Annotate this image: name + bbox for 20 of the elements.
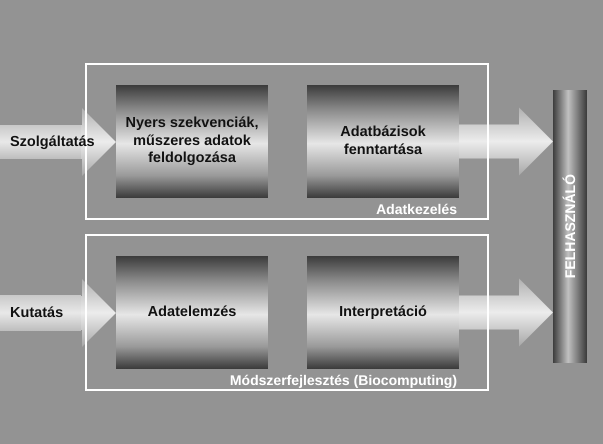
block-arrow [81, 279, 116, 347]
group-label: Módszerfejlesztés (Biocomputing) [230, 372, 457, 388]
process-box [116, 256, 268, 369]
input-label: Kutatás [9, 305, 64, 321]
group-label: Adatkezelés [376, 201, 457, 217]
user-bar [553, 90, 587, 363]
block-arrow [81, 108, 116, 176]
box-label: Interpretáció [338, 304, 428, 322]
group-frame [85, 234, 489, 391]
process-box [116, 85, 268, 198]
input-label: Szolgáltatás [9, 134, 95, 150]
process-box [307, 256, 459, 369]
box-label: Adatbázisok fenntartása [339, 124, 427, 159]
box-label: Adatelemzés [146, 304, 238, 322]
block-arrow [459, 278, 553, 346]
box-label: Nyers szekvenciák, műszeres adatok feldolgozása [124, 115, 260, 168]
block-arrow [459, 108, 553, 176]
input-band [0, 295, 81, 331]
bar-label: FELHASZNÁLÓ [562, 174, 578, 279]
process-box [307, 85, 459, 198]
